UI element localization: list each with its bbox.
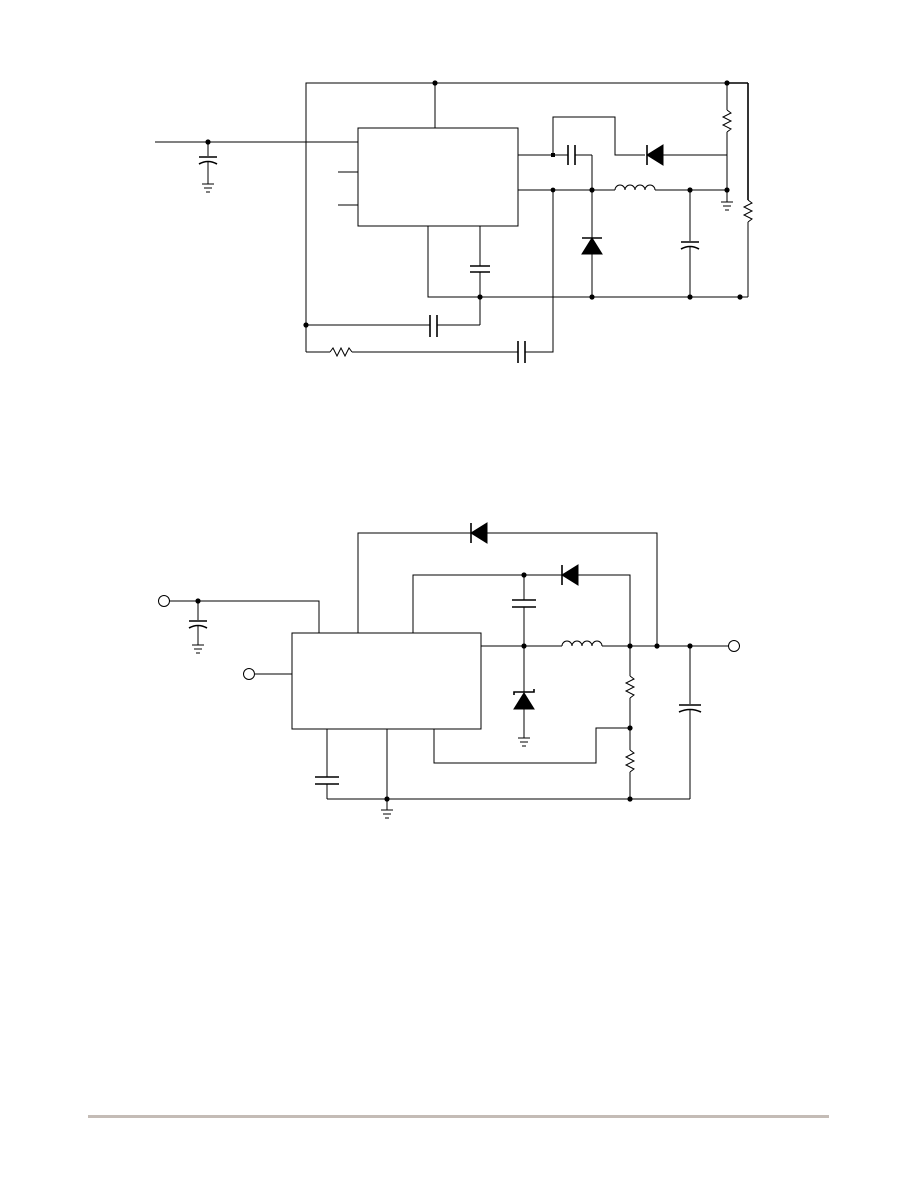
output-terminal-icon: [728, 640, 740, 652]
diode-feedback-1: [646, 144, 727, 166]
junction: [687, 294, 693, 300]
ground-icon: [721, 190, 733, 211]
bottom-rail-1: [427, 226, 748, 298]
wire: [552, 116, 645, 156]
top-rail-1: [305, 82, 727, 352]
rc-branch-1: [306, 190, 554, 363]
inductor-2: [561, 640, 603, 647]
footer-divider: [88, 1115, 829, 1118]
bootstrap-capacitor-1: [553, 145, 593, 190]
input-capacitor-1: [198, 142, 218, 184]
control-terminal-icon: [243, 668, 255, 680]
input-wire-2: [170, 600, 320, 633]
wire: [412, 574, 562, 633]
diode-mid-2: [561, 564, 631, 646]
ground-icon: [192, 644, 204, 654]
output-capacitor-2: [678, 646, 702, 799]
ic-cap-2: [315, 729, 339, 799]
ground-icon: [202, 183, 214, 193]
bootstrap-capacitor-2: [512, 575, 536, 646]
diode-freewheel-1: [581, 190, 603, 297]
capacitor-lower-1: [306, 315, 480, 337]
junction: [737, 294, 743, 300]
ic-2-body: [291, 632, 482, 730]
diode-schottky-2: [513, 646, 535, 738]
junction: [432, 80, 438, 86]
ground-icon: [381, 799, 393, 819]
output-capacitor-1: [680, 190, 700, 297]
junction: [627, 796, 633, 802]
diode-top-2: [357, 522, 658, 646]
ground-icon: [518, 737, 530, 747]
feedback-wire-2: [433, 727, 630, 764]
ic-cap-1: [470, 226, 490, 325]
junction: [654, 643, 660, 649]
inductor-1: [614, 184, 727, 191]
input-capacitor-2: [188, 601, 208, 645]
schematic-1: [155, 80, 754, 363]
junction: [589, 294, 595, 300]
resistor-divider-bottom-2: [624, 728, 636, 799]
ic-1-body: [357, 127, 519, 227]
input-terminal-icon: [158, 595, 170, 607]
resistor-right-1: [742, 83, 754, 297]
schematic-2: [158, 522, 740, 819]
resistor-top-right-1: [721, 83, 733, 190]
resistor-divider-top-2: [624, 646, 636, 728]
